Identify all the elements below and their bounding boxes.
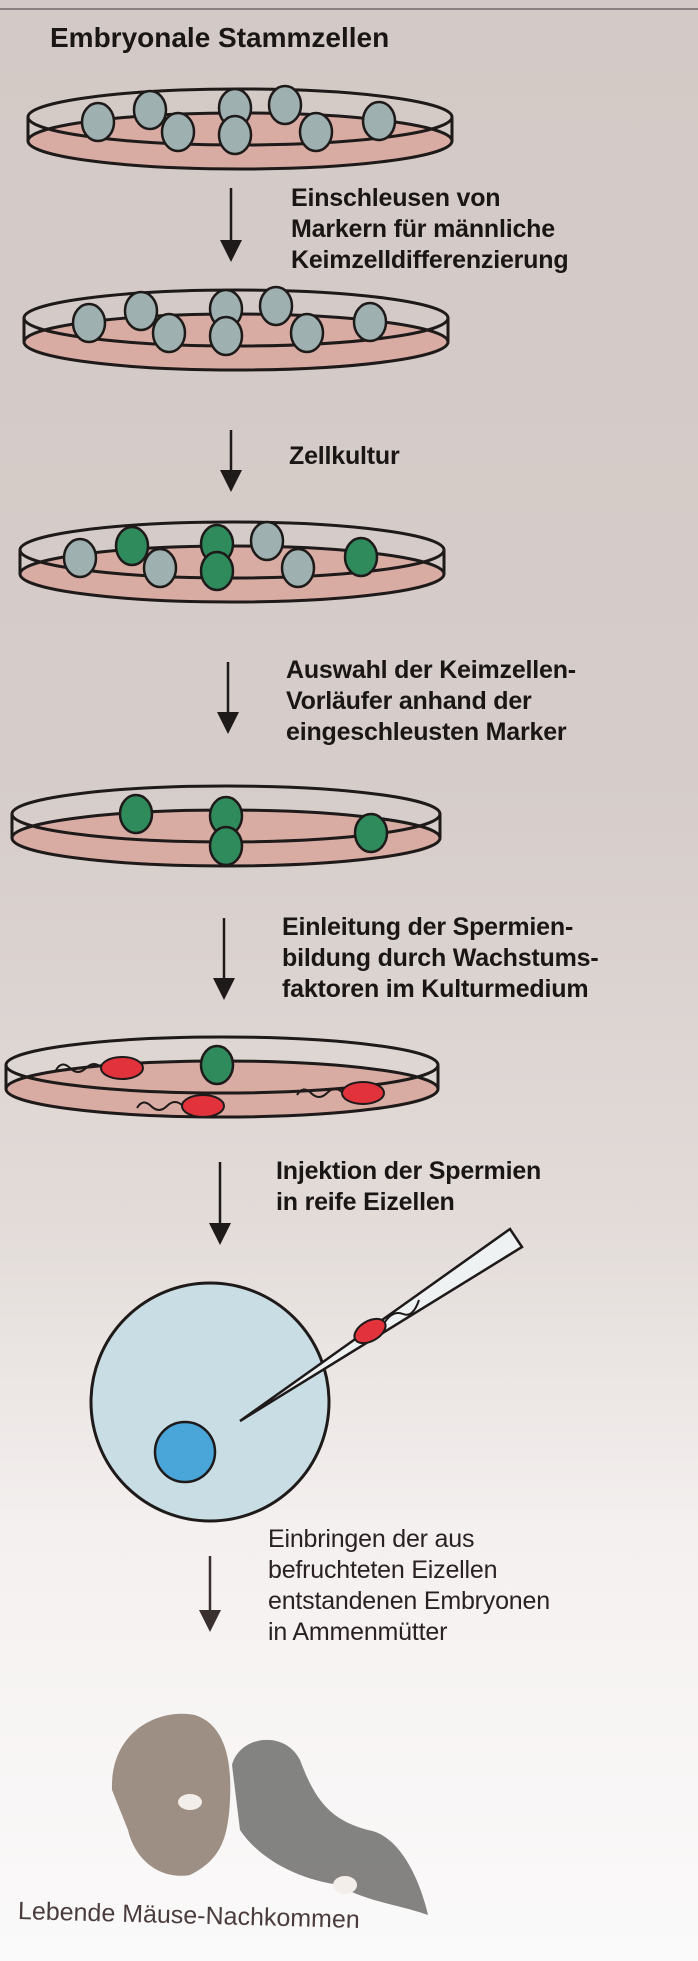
marked-cell: [343, 536, 379, 578]
stem-cell: [361, 100, 397, 142]
petri-dish-5: [4, 1035, 440, 1119]
stem-cell: [142, 547, 178, 589]
marked-cell: [353, 812, 389, 854]
label-line: Vorläufer anhand der: [286, 687, 532, 715]
marked-cell: [114, 525, 150, 567]
sperm-cell: [100, 1056, 144, 1080]
arrow-5: [209, 1162, 231, 1245]
sperm-tail: [296, 1088, 344, 1098]
marked-cell: [118, 793, 154, 835]
step-3-label: Auswahl der Keimzellen- Vorläufer anhand…: [286, 655, 576, 748]
mouse-brown: [111, 1713, 231, 1876]
label-line: Zellkultur: [289, 442, 400, 470]
step-1-label: Einschleusen von Markern für männliche K…: [291, 183, 569, 276]
egg-nucleus: [153, 1420, 217, 1484]
stem-cell: [151, 312, 187, 354]
arrow-4: [213, 918, 235, 1000]
mouse-gray: [232, 1739, 428, 1915]
sperm-cell: [181, 1094, 225, 1118]
petri-dish-2: [22, 285, 450, 372]
egg-cell: [89, 1281, 331, 1523]
arrow-6: [199, 1556, 221, 1632]
stem-cell: [80, 101, 116, 143]
step-2-label: Zellkultur: [289, 441, 400, 472]
label-line: Einschleusen von: [291, 184, 501, 212]
label-line: eingeschleusten Marker: [286, 718, 567, 746]
marked-cell: [208, 825, 244, 867]
marked-cell: [199, 1044, 235, 1086]
sperm-cell: [341, 1081, 385, 1105]
stem-cell: [132, 89, 168, 131]
stem-cell: [267, 84, 303, 126]
arrow-head-icon: [199, 1610, 221, 1632]
stem-cell: [258, 285, 294, 327]
label-line: faktoren im Kulturmedium: [282, 975, 589, 1003]
label-line: entstandenen Embryonen: [268, 1587, 550, 1615]
arrow-head-icon: [220, 240, 242, 262]
label-line: Markern für männliche: [291, 215, 555, 243]
arrow-head-icon: [213, 978, 235, 1000]
step-4-label: Einleitung der Spermien- bildung durch W…: [282, 912, 599, 1005]
petri-dish-4: [10, 784, 442, 868]
label-line: Auswahl der Keimzellen-: [286, 656, 576, 684]
sperm-tail: [55, 1063, 103, 1073]
stem-cell: [352, 301, 388, 343]
stem-cell: [62, 537, 98, 579]
stem-cell: [208, 315, 244, 357]
label-line: Einleitung der Spermien-: [282, 913, 574, 941]
marked-cell: [199, 550, 235, 592]
step-6-label: Einbringen der aus befruchteten Eizellen…: [268, 1524, 550, 1648]
mouse-highlight: [178, 1794, 202, 1810]
label-line: Einbringen der aus: [268, 1525, 475, 1553]
sperm-cell: [353, 1317, 387, 1345]
arrow-head-icon: [217, 712, 239, 734]
stem-cell: [298, 111, 334, 153]
sperm-tail: [136, 1101, 184, 1111]
label-line: in reife Eizellen: [276, 1188, 455, 1216]
arrow-1: [220, 188, 242, 262]
sperm-tail: [384, 1299, 420, 1323]
stem-cell: [289, 312, 325, 354]
stem-cell: [160, 111, 196, 153]
arrow-3: [217, 662, 239, 734]
stem-cell: [249, 520, 285, 562]
diagram-title: Embryonale Stammzellen: [50, 22, 390, 53]
mouse-highlight: [333, 1876, 357, 1894]
stem-cell: [217, 114, 253, 156]
label-line: Keimzelldifferenzierung: [291, 246, 569, 274]
arrow-head-icon: [220, 470, 242, 492]
petri-dish-1: [26, 84, 454, 171]
label-line: bildung durch Wachstums-: [282, 944, 599, 972]
step-5-label: Injektion der Spermien in reife Eizellen: [276, 1156, 541, 1218]
arrow-head-icon: [209, 1223, 231, 1245]
stem-cell: [280, 547, 316, 589]
label-line: Injektion der Spermien: [276, 1157, 542, 1185]
petri-dish-3: [18, 520, 446, 604]
mice-photo: [111, 1713, 428, 1915]
page-top-rule: [0, 8, 698, 10]
label-line: in Ammenmütter: [268, 1618, 448, 1646]
stem-cell: [71, 302, 107, 344]
label-line: befruchteten Eizellen: [268, 1556, 498, 1584]
stem-cell: [123, 290, 159, 332]
arrow-2: [220, 430, 242, 492]
